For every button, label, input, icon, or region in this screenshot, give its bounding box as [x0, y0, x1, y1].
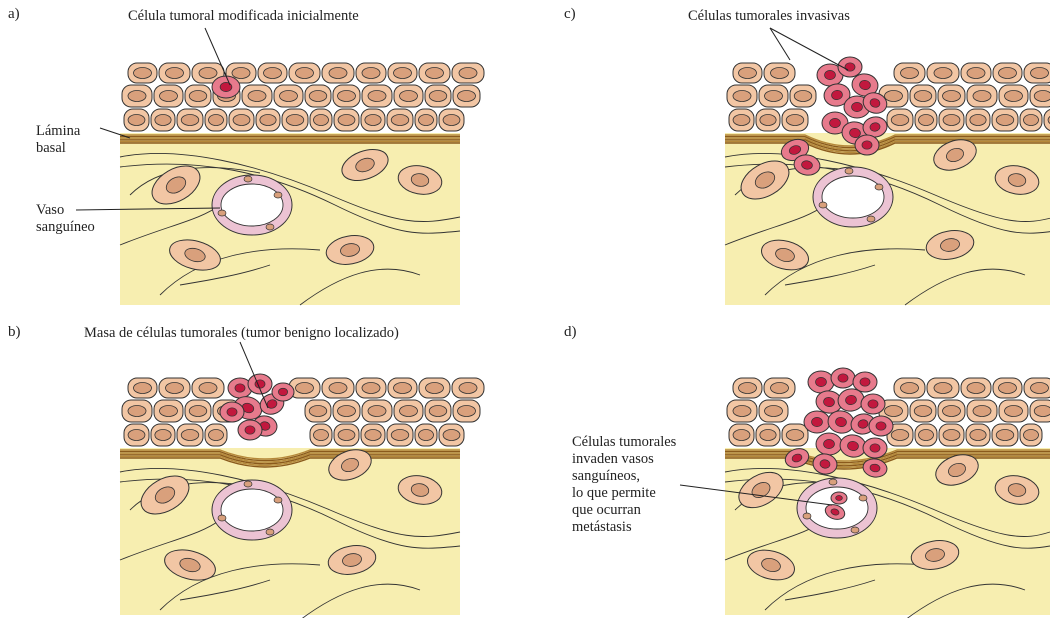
- leader-invasive-c2: [770, 28, 848, 70]
- leader-lamina: [100, 128, 130, 138]
- leader-tumor-a: [205, 28, 230, 85]
- leader-vaso: [76, 208, 220, 210]
- leader-invasion-d: [680, 485, 832, 505]
- leader-invasive-c1: [770, 28, 790, 60]
- leader-mass-b: [240, 342, 268, 408]
